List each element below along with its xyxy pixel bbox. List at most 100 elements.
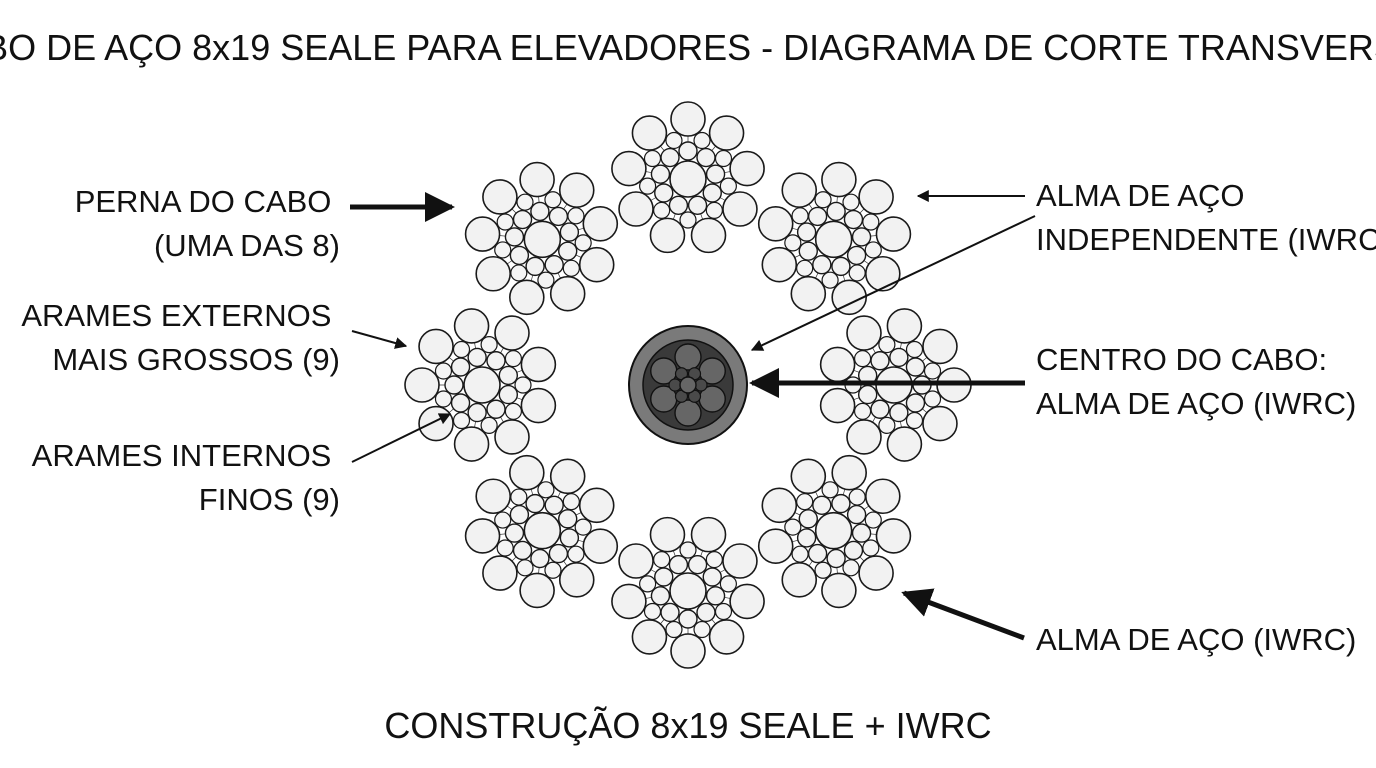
inner-wire <box>537 271 555 289</box>
middle-wire <box>544 495 564 515</box>
iwrc-strand <box>674 399 702 427</box>
outer-wire <box>670 633 706 669</box>
inner-wire <box>905 340 924 359</box>
inner-wire <box>544 561 562 579</box>
middle-wire <box>450 357 471 377</box>
middle-wire <box>851 523 872 543</box>
inner-wire <box>643 602 662 621</box>
strand-core-wire <box>669 572 707 610</box>
outer-wire <box>611 150 647 187</box>
inner-wire <box>496 213 514 231</box>
middle-wire <box>807 543 828 564</box>
inner-wire <box>452 340 471 359</box>
iwrc-top-label: ALMA DE AÇO INDEPENDENTE (IWRC) <box>1036 178 1376 257</box>
inner-wire <box>848 488 866 506</box>
strand <box>464 454 619 609</box>
middle-wire <box>678 609 698 629</box>
outer-wire <box>618 543 654 579</box>
inner-wire <box>653 201 671 220</box>
middle-wire <box>509 504 530 525</box>
middle-wire <box>696 602 716 623</box>
strand-core-wire <box>463 366 501 404</box>
inner-wire <box>923 390 942 408</box>
middle-wire <box>831 493 851 514</box>
outer-wire <box>875 518 912 554</box>
outer-wire <box>475 478 511 515</box>
outer-wire <box>482 555 518 591</box>
outer-wire <box>757 206 794 242</box>
iwrc-top-arrow-core <box>750 215 1036 351</box>
outer-wire <box>831 279 867 316</box>
middle-wire <box>857 384 878 405</box>
inner-wire <box>814 191 832 209</box>
middle-wire <box>525 256 545 277</box>
outer-wire <box>821 161 857 198</box>
strand <box>757 454 912 609</box>
inner-wire <box>878 416 896 434</box>
middle-wire <box>525 493 545 514</box>
inner-wire <box>679 211 697 229</box>
middle-wire <box>687 195 708 216</box>
middle-wire <box>504 523 525 543</box>
outer-wire <box>886 426 923 462</box>
inner-wire <box>923 362 942 380</box>
outer-wire <box>582 206 619 242</box>
leader-arrows <box>350 190 1036 641</box>
outer-wire <box>858 555 894 591</box>
inner-wire <box>434 362 453 380</box>
inner-wire <box>665 620 683 639</box>
outer-wire <box>831 454 867 491</box>
inner-wire <box>574 518 592 536</box>
middle-wire <box>486 351 506 371</box>
middle-wire <box>509 245 530 266</box>
inner-wire <box>516 193 534 211</box>
outer-wire <box>494 315 530 351</box>
middle-wire <box>504 227 525 247</box>
iwrc-center-wire <box>679 376 697 394</box>
inner-wires-label: ARAMES INTERNOS FINOS (9) <box>32 438 340 517</box>
outer-wire <box>582 528 619 564</box>
middle-wire <box>798 241 818 261</box>
middle-wire <box>846 504 867 525</box>
iwrc-small-wire <box>694 378 708 392</box>
outer-wire <box>509 454 545 491</box>
outer-wire <box>549 458 586 495</box>
outer-wire <box>790 458 827 495</box>
outer-wire <box>649 516 686 553</box>
strand <box>404 308 557 462</box>
outer-wire <box>475 255 511 292</box>
middle-wire <box>702 183 722 203</box>
inner-wire <box>714 602 733 621</box>
outer-wire <box>549 275 586 312</box>
outer-wire <box>790 275 827 312</box>
strand-core-wire <box>523 511 562 550</box>
middle-wire <box>530 201 550 222</box>
construction-caption: CONSTRUÇÃO 8x19 SEALE + IWRC <box>384 705 991 746</box>
middle-wire <box>705 586 726 606</box>
iwrc-strand <box>674 343 702 371</box>
outer-wire <box>509 279 545 316</box>
middle-wire <box>450 393 471 413</box>
outer-wire <box>761 246 798 283</box>
outer-wire <box>821 572 857 609</box>
middle-wire <box>812 495 832 515</box>
outer-wire <box>729 583 765 620</box>
outer-wire <box>858 179 894 215</box>
inner-wire <box>510 488 528 506</box>
middle-wire <box>512 209 533 230</box>
middle-wire <box>548 206 569 227</box>
outer-wire <box>520 387 557 424</box>
outer-wire <box>722 543 758 579</box>
middle-wire <box>512 540 533 561</box>
outer-wire <box>404 367 440 403</box>
middle-wire <box>486 399 506 419</box>
inner-wire <box>510 264 528 282</box>
middle-wire <box>559 222 580 242</box>
middle-wire <box>812 255 832 275</box>
inner-wire <box>853 350 872 368</box>
middle-wire <box>796 528 817 548</box>
inner-wire <box>665 131 683 150</box>
inner-wire <box>434 390 453 408</box>
outer-wire <box>819 346 856 383</box>
middle-wire <box>905 357 926 377</box>
